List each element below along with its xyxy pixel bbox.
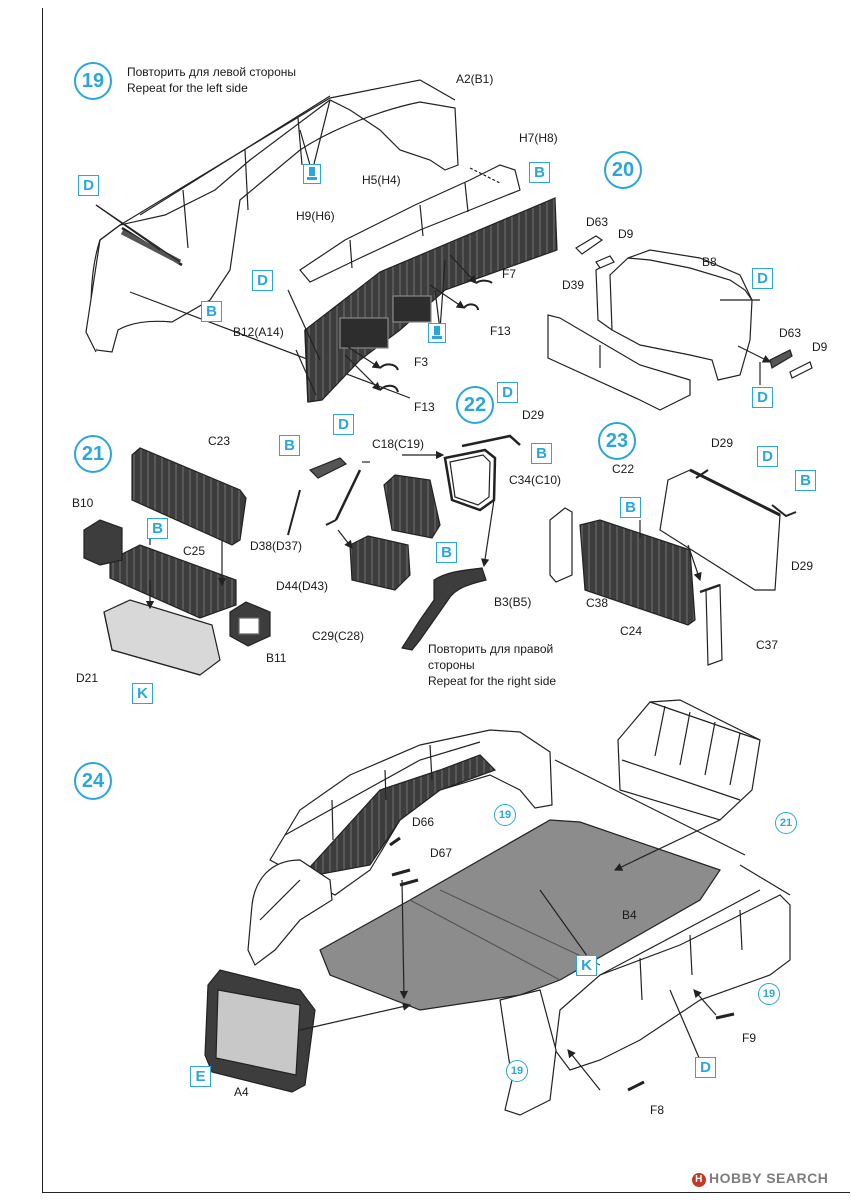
step-number-20: 20 bbox=[604, 151, 642, 189]
letter-box-b: B bbox=[436, 542, 457, 563]
part-label-d29: D29 bbox=[791, 559, 814, 573]
part-label-h5: H5(H4) bbox=[362, 173, 401, 187]
step24-drawing bbox=[204, 699, 791, 1116]
part-label-f13: F13 bbox=[414, 400, 435, 414]
part-label-b8: B8 bbox=[702, 255, 717, 269]
note-repeat-right-en: Repeat for the right side bbox=[428, 674, 557, 688]
letter-box-d: D bbox=[757, 446, 778, 467]
part-label-c24: C24 bbox=[620, 624, 643, 638]
part-label-d39: D39 bbox=[562, 278, 585, 292]
note-repeat-right-ru-1: Повторить для правой bbox=[428, 642, 554, 656]
letter-box-b: B bbox=[279, 435, 300, 456]
part-label-d67: D67 bbox=[430, 846, 453, 860]
hobby-search-logo-icon: H bbox=[692, 1173, 706, 1187]
page-frame bbox=[42, 8, 850, 1193]
letter-box-b: B bbox=[795, 470, 816, 491]
step-number-23: 23 bbox=[598, 422, 636, 460]
part-label-a4: A4 bbox=[234, 1085, 249, 1099]
letter-box-k: K bbox=[576, 955, 597, 976]
ref-step-21: 21 bbox=[775, 812, 797, 834]
step21-drawing bbox=[83, 447, 271, 676]
letter-box-d: D bbox=[695, 1057, 716, 1078]
part-label-d21: D21 bbox=[76, 671, 99, 685]
letter-box-d: D bbox=[78, 175, 99, 196]
part-label-d9: D9 bbox=[812, 340, 828, 354]
part-label-f13: F13 bbox=[490, 324, 511, 338]
step19-drawing bbox=[85, 79, 558, 403]
step-number-21: 21 bbox=[74, 435, 112, 473]
part-label-c22: C22 bbox=[612, 462, 635, 476]
step20-drawing bbox=[547, 235, 813, 411]
letter-box-d: D bbox=[752, 268, 773, 289]
part-label-c25: C25 bbox=[183, 544, 206, 558]
ref-step-19-b: 19 bbox=[758, 983, 780, 1005]
ref-step-19-c: 19 bbox=[506, 1060, 528, 1082]
part-label-c29: C29(C28) bbox=[312, 629, 365, 643]
step-number-22: 22 bbox=[456, 386, 494, 424]
note-repeat-right-ru-2: стороны bbox=[428, 658, 475, 672]
part-label-h9: H9(H6) bbox=[296, 209, 335, 223]
part-label-b12: B12(A14) bbox=[233, 325, 284, 339]
part-label-c34: C34(C10) bbox=[509, 473, 562, 487]
part-label-d63: D63 bbox=[586, 215, 609, 229]
part-label-c38: C38 bbox=[586, 596, 609, 610]
part-label-b4: B4 bbox=[622, 908, 637, 922]
part-label-f3: F3 bbox=[414, 355, 429, 369]
part-label-c23: C23 bbox=[208, 434, 231, 448]
letter-box-b: B bbox=[529, 162, 550, 183]
letter-box-b: B bbox=[531, 443, 552, 464]
note-repeat-left-en: Repeat for the left side bbox=[127, 81, 248, 95]
letter-box-b: B bbox=[201, 301, 222, 322]
part-label-f7: F7 bbox=[502, 267, 517, 281]
part-label-d9: D9 bbox=[618, 227, 634, 241]
letter-box-k: K bbox=[132, 683, 153, 704]
part-label-b11: B11 bbox=[266, 651, 287, 665]
ref-step-19-a: 19 bbox=[494, 804, 516, 826]
part-label-d29: D29 bbox=[522, 408, 545, 422]
part-label-a2: A2(B1) bbox=[456, 72, 494, 86]
part-label-d66: D66 bbox=[412, 815, 435, 829]
letter-box-d: D bbox=[752, 387, 773, 408]
part-label-f9: F9 bbox=[742, 1031, 757, 1045]
letter-box-d: D bbox=[252, 270, 273, 291]
watermark-text: HOBBY SEARCH bbox=[709, 1170, 829, 1186]
step22-drawing bbox=[287, 434, 521, 651]
letter-box-b: B bbox=[147, 518, 168, 539]
step-number-19: 19 bbox=[74, 62, 112, 100]
part-label-b3: B3(B5) bbox=[494, 595, 532, 609]
part-label-d38: D38(D37) bbox=[250, 539, 303, 553]
letter-box-b: B bbox=[620, 497, 641, 518]
step-number-24: 24 bbox=[74, 762, 112, 800]
letter-box-d: D bbox=[497, 382, 518, 403]
drill-hole-icon bbox=[428, 323, 446, 343]
part-label-b10: B10 bbox=[72, 496, 94, 510]
letter-box-d: D bbox=[333, 414, 354, 435]
part-label-d63: D63 bbox=[779, 326, 802, 340]
part-label-d29: D29 bbox=[711, 436, 734, 450]
part-label-h7: H7(H8) bbox=[519, 131, 558, 145]
part-label-f8: F8 bbox=[650, 1103, 665, 1117]
part-label-c18: C18(C19) bbox=[372, 437, 425, 451]
part-label-d44: D44(D43) bbox=[276, 579, 329, 593]
step23-drawing bbox=[549, 468, 797, 666]
note-repeat-left-ru: Повторить для левой стороны bbox=[127, 65, 297, 79]
part-label-c37: C37 bbox=[756, 638, 779, 652]
drill-hole-icon bbox=[303, 164, 321, 184]
letter-box-e: E bbox=[190, 1066, 211, 1087]
